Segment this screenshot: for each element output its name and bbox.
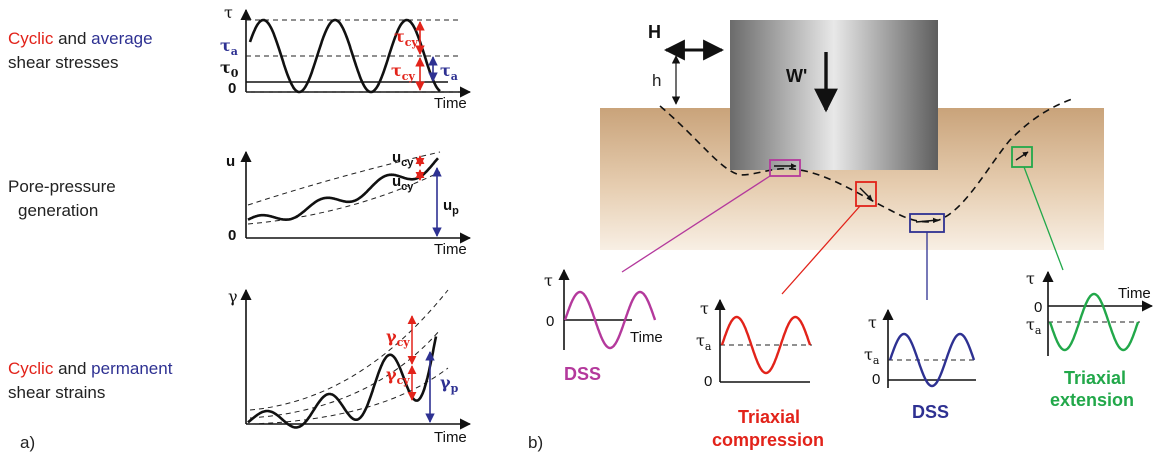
mini1-y-symbol: τ <box>544 271 553 290</box>
mini-plot-triaxial-compression: τ τa 0 Triaxial compression <box>696 298 824 450</box>
row3-lower-envelope <box>249 367 449 425</box>
row3-x-label: Time <box>434 429 467 446</box>
failure-surface <box>659 97 1076 223</box>
mini2-zero: 0 <box>704 373 712 390</box>
connector-dss-1 <box>621 175 771 273</box>
mini2-y-symbol: τ <box>700 299 709 318</box>
mini1-x-label: Time <box>630 329 663 346</box>
row3-strain-curve <box>247 336 438 429</box>
connector-triaxial-compression <box>781 205 861 295</box>
panel-a-label: a) <box>20 433 35 452</box>
row1-plot: τ τa τ0 0 Time τcy τcy τa <box>220 3 472 112</box>
row2-label-line1: Pore-pressure <box>8 177 116 196</box>
row2-label-line2: generation <box>18 201 98 220</box>
average-word: average <box>91 29 152 48</box>
mini-plot-triaxial-extension: τ 0 τa Time Triaxial extension <box>1026 269 1154 410</box>
row1-tau-0-label: τ0 <box>220 58 239 80</box>
mini3-title: DSS <box>912 402 949 422</box>
row2-lower-envelope <box>247 171 441 225</box>
row1-stress-curve <box>248 18 441 94</box>
load-w-label: W' <box>786 66 807 86</box>
row3-gamma-cy-top-label: γcy <box>386 327 410 349</box>
mini3-zero: 0 <box>872 371 880 388</box>
row1-tau-cy-top-label: τcy <box>394 27 418 49</box>
mini3-tau-a: τa <box>864 345 880 367</box>
row1-tau-cy-bottom-label: τcy <box>391 61 415 83</box>
mini4-tau-a: τa <box>1026 315 1042 337</box>
mini2-title-line1: Triaxial <box>738 407 800 427</box>
row1-x-label: Time <box>434 95 467 112</box>
row1-zero-label: 0 <box>228 80 236 97</box>
mini3-y-symbol: τ <box>868 313 877 332</box>
mini1-title: DSS <box>564 364 601 384</box>
mini4-y-symbol: τ <box>1026 269 1035 288</box>
row3-upper-envelope <box>249 289 449 411</box>
mini4-zero: 0 <box>1034 299 1042 316</box>
row2-y-symbol: u <box>226 153 235 170</box>
row1-tau-a-label: τa <box>220 36 238 58</box>
permanent-word: permanent <box>91 359 173 378</box>
cyclic-word-2: Cyclic <box>8 359 54 378</box>
row2-u-p-label: up <box>443 197 459 217</box>
mini4-title-line2: extension <box>1050 390 1134 410</box>
row3-gamma-p-label: γp <box>440 373 459 395</box>
row2-x-label: Time <box>434 241 467 258</box>
cyclic-word: Cyclic <box>8 29 54 48</box>
panel-b: H h W' <box>528 20 1154 452</box>
row2-pore-pressure-curve <box>247 157 439 221</box>
row2-u-cy-top-label: ucy <box>392 149 414 169</box>
mini-plot-dss-2: τ τa 0 DSS <box>864 308 976 422</box>
row3-label-line2: shear strains <box>8 383 105 402</box>
row1-label-line1: Cyclic and average <box>8 29 153 48</box>
row1-y-symbol: τ <box>224 3 233 22</box>
row2-u-cy-bottom-label: ucy <box>392 173 414 193</box>
foundation-block <box>730 20 938 170</box>
element-box-triaxial-extension <box>1011 146 1033 168</box>
row1-label-line2: shear stresses <box>8 53 119 72</box>
row1-tau-a-right-label: τa <box>440 61 458 83</box>
mini4-x-label: Time <box>1118 285 1151 302</box>
and-word-2: and <box>53 359 91 378</box>
mini-plot-dss-1: τ 0 Time DSS <box>544 268 663 384</box>
row2-plot: u 0 Time ucy ucy up <box>226 149 472 258</box>
connector-triaxial-extension <box>1023 166 1064 271</box>
row3-gamma-cy-bottom-label: γcy <box>386 365 410 387</box>
and-word: and <box>53 29 91 48</box>
panel-a: Cyclic and average shear stresses τ τa τ… <box>8 3 472 452</box>
row3-y-symbol: γ <box>228 287 238 306</box>
element-box-triaxial-compression <box>855 181 877 207</box>
row3-label-line1: Cyclic and permanent <box>8 359 173 378</box>
row3-plot: γ Time γcy γcy γp <box>228 287 472 446</box>
panel-b-label: b) <box>528 433 543 452</box>
mini1-zero: 0 <box>546 313 554 330</box>
load-h-label: H <box>648 22 661 42</box>
row2-zero-label: 0 <box>228 227 236 244</box>
mini2-title-line2: compression <box>712 430 824 450</box>
mini4-title-line1: Triaxial <box>1064 368 1126 388</box>
height-h-label: h <box>652 71 661 90</box>
mini2-tau-a: τa <box>696 331 712 353</box>
element-box-dss-1 <box>769 159 801 177</box>
